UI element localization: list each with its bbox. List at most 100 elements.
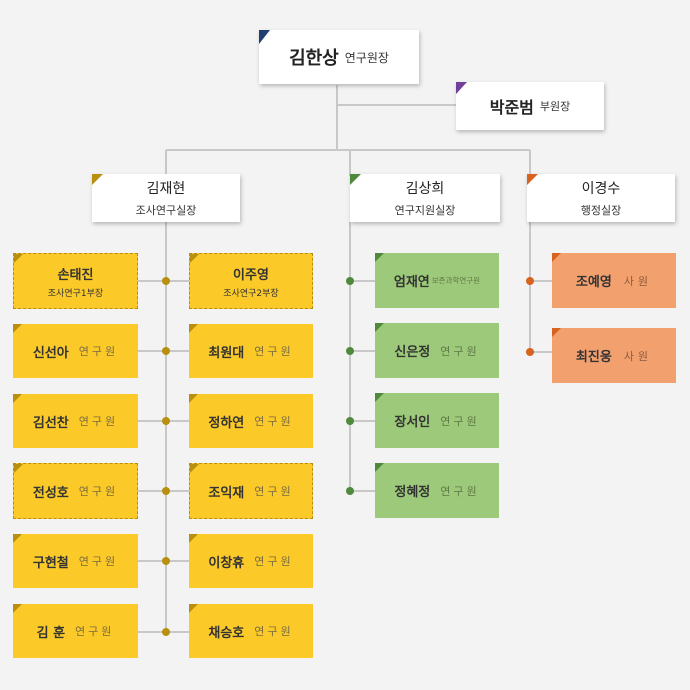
- member-box: 조익재 연구원: [189, 463, 313, 519]
- member-name: 전성호: [32, 485, 69, 501]
- member-rank: 조사연구1부장: [47, 288, 104, 299]
- member-name: 정하연: [208, 415, 245, 431]
- member-rank: 연구원: [440, 484, 480, 498]
- vice-director-box: 박준범 부원장: [456, 82, 604, 130]
- member-name: 최진웅: [575, 350, 612, 365]
- member-box: 정하연 연구원: [189, 394, 313, 448]
- corner-marker: [259, 30, 270, 44]
- member-box: 정혜정 연구원: [375, 463, 499, 518]
- member-box: 김 훈 연구원: [13, 604, 138, 658]
- member-box: 장서인 연구원: [375, 393, 499, 448]
- corner-marker: [14, 254, 23, 263]
- member-box: 최원대 연구원: [189, 324, 313, 378]
- connector-dot: [346, 487, 354, 495]
- corner-marker: [189, 394, 198, 403]
- member-rank: 연구원: [75, 625, 115, 638]
- corner-marker: [375, 463, 384, 472]
- member-name: 정혜정: [394, 485, 431, 500]
- member-rank: 연구원: [254, 485, 294, 498]
- director-box: 김한상 연구원장: [259, 30, 419, 84]
- member-box: 김선찬 연구원: [13, 394, 138, 448]
- connector-dot: [162, 277, 170, 285]
- member-box: 채승호 연구원: [189, 604, 313, 658]
- member-rank: 조사연구2부장: [223, 288, 279, 299]
- connector-dot: [162, 417, 170, 425]
- corner-marker: [552, 328, 561, 337]
- member-name: 채승호: [208, 625, 245, 641]
- corner-marker: [375, 393, 384, 402]
- head-name: 김재현: [146, 181, 186, 197]
- vice-name: 박준범: [489, 98, 534, 117]
- member-rank: 사원: [623, 349, 653, 363]
- corner-marker: [92, 174, 103, 185]
- corner-marker: [189, 534, 198, 543]
- head-support: 김상희 연구지원실장: [350, 174, 500, 222]
- member-rank: 연구원: [440, 344, 480, 358]
- member-name: 조예영: [575, 275, 612, 290]
- head-admin: 이경수 행정실장: [527, 174, 675, 222]
- connector-dot: [162, 557, 170, 565]
- director-title: 연구원장: [344, 50, 389, 65]
- member-box: 이창휴 연구원: [189, 534, 313, 588]
- head-title: 연구지원실장: [394, 204, 456, 217]
- member-rank: 연구원: [78, 345, 119, 358]
- member-rank: 연구원: [254, 555, 294, 568]
- connector-dot: [162, 487, 170, 495]
- member-rank: 연구원: [254, 345, 294, 358]
- member-name: 이창휴: [208, 555, 245, 571]
- corner-marker: [13, 394, 22, 403]
- corner-marker: [375, 253, 384, 262]
- connector-dot: [346, 417, 354, 425]
- member-box: 엄재연 보존과학연구원: [375, 253, 499, 308]
- connector-dot: [162, 628, 170, 636]
- director-name: 김한상: [289, 48, 339, 69]
- vice-title: 부원장: [539, 100, 571, 113]
- member-name: 장서인: [394, 415, 431, 430]
- head-research: 김재현 조사연구실장: [92, 174, 240, 222]
- member-rank: 연구원: [78, 415, 119, 428]
- corner-marker: [14, 464, 23, 473]
- member-rank: 사원: [623, 274, 653, 288]
- member-box: 손태진 조사연구1부장: [13, 253, 138, 309]
- member-name: 이주영: [233, 267, 269, 283]
- member-box: 신선아 연구원: [13, 324, 138, 378]
- connector-dot: [346, 347, 354, 355]
- corner-marker: [375, 323, 384, 332]
- connector-dot: [526, 348, 534, 356]
- corner-marker: [527, 174, 538, 185]
- member-name: 손태진: [57, 267, 94, 283]
- member-name: 신선아: [32, 345, 69, 361]
- connector-dot: [346, 277, 354, 285]
- connector-dot: [162, 347, 170, 355]
- corner-marker: [350, 174, 361, 185]
- member-rank: 연구원: [254, 625, 294, 638]
- member-box: 최진웅 사원: [552, 328, 676, 383]
- member-name: 김선찬: [32, 415, 69, 431]
- member-rank: 연구원: [78, 555, 119, 568]
- head-title: 행정실장: [580, 204, 622, 217]
- connector-dot: [526, 277, 534, 285]
- corner-marker: [13, 534, 22, 543]
- member-box: 신은정 연구원: [375, 323, 499, 378]
- member-name: 구현철: [32, 555, 69, 571]
- corner-marker: [552, 253, 561, 262]
- corner-marker: [189, 604, 198, 613]
- head-title: 조사연구실장: [135, 204, 197, 217]
- corner-marker: [189, 324, 198, 333]
- member-box: 조예영 사원: [552, 253, 676, 308]
- member-rank: 연구원: [78, 485, 119, 498]
- member-box: 전성호 연구원: [13, 463, 138, 519]
- member-rank: 보존과학연구원: [431, 276, 481, 285]
- corner-marker: [13, 604, 22, 613]
- head-name: 이경수: [581, 181, 621, 197]
- corner-marker: [456, 82, 467, 94]
- member-name: 엄재연: [393, 275, 430, 290]
- corner-marker: [190, 464, 199, 473]
- member-name: 최원대: [208, 345, 245, 361]
- head-name: 김상희: [405, 181, 445, 197]
- corner-marker: [13, 324, 22, 333]
- member-name: 김 훈: [36, 625, 66, 641]
- member-name: 조익재: [208, 485, 245, 501]
- corner-marker: [190, 254, 199, 263]
